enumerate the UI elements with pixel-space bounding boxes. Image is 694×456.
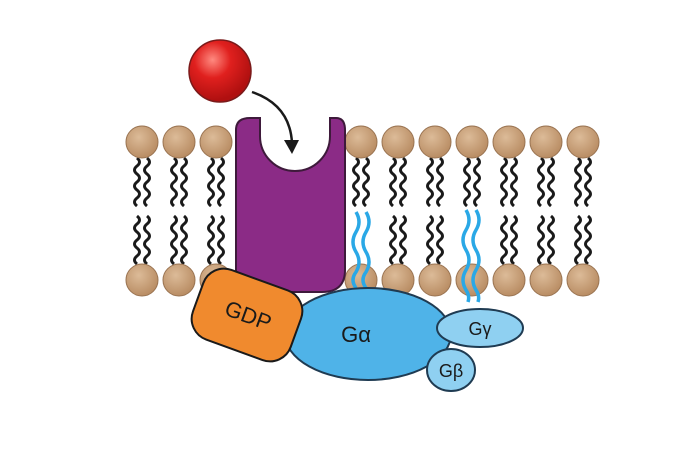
receptor-icon <box>235 117 346 293</box>
lipid-tail <box>170 156 178 208</box>
lipid-tail <box>426 214 434 266</box>
g-gamma-label: Gγ <box>468 319 491 339</box>
g-beta-subunit <box>426 348 476 392</box>
lipid-tail <box>362 156 370 208</box>
lipid-head-top <box>125 125 159 159</box>
g-beta-label: Gβ <box>439 361 463 381</box>
lipid-tail <box>500 214 508 266</box>
lipid-head-top <box>344 125 378 159</box>
lipid-head-top <box>492 125 526 159</box>
lipid-tail <box>389 156 397 208</box>
lipid-head-top <box>418 125 452 159</box>
lipid-head-bottom <box>418 263 452 297</box>
lipid-head-bottom <box>162 263 196 297</box>
lipid-head-bottom <box>566 263 600 297</box>
lipid-tail <box>399 156 407 208</box>
lipid-head-top <box>455 125 489 159</box>
lipid-tail <box>436 156 444 208</box>
lipid-tail <box>510 214 518 266</box>
lipid-tail <box>170 214 178 266</box>
lipid-tail <box>584 156 592 208</box>
lipid-tail <box>574 214 582 266</box>
lipid-tail <box>510 156 518 208</box>
lipid-tail <box>537 156 545 208</box>
lipid-head-top <box>566 125 600 159</box>
lipid-tail <box>537 214 545 266</box>
lipid-tail <box>399 214 407 266</box>
lipid-tail <box>143 156 151 208</box>
lipid-tail <box>426 156 434 208</box>
lipid-tail <box>574 156 582 208</box>
lipid-tail <box>500 156 508 208</box>
lipid-tail <box>217 214 225 266</box>
lipid-head-bottom <box>529 263 563 297</box>
lipid-tail <box>547 156 555 208</box>
lipid-tail <box>143 214 151 266</box>
lipid-tail <box>180 156 188 208</box>
lipid-head-top <box>529 125 563 159</box>
lipid-tail <box>436 214 444 266</box>
ligand-icon <box>188 39 252 103</box>
lipid-tail <box>180 214 188 266</box>
lipid-head-top <box>199 125 233 159</box>
lipid-anchor-galpha <box>351 211 371 290</box>
lipid-tail <box>217 156 225 208</box>
g-alpha-label: Gα <box>341 322 371 347</box>
lipid-tail <box>207 156 215 208</box>
lipid-tail <box>547 214 555 266</box>
arrow-icon <box>251 90 299 154</box>
lipid-tail <box>473 156 481 208</box>
lipid-tail <box>352 156 360 208</box>
lipid-tail <box>207 214 215 266</box>
lipid-tail <box>463 156 471 208</box>
lipid-anchor-ggamma <box>461 209 481 303</box>
lipid-tail <box>389 214 397 266</box>
g-gamma-subunit <box>436 308 524 348</box>
lipid-head-bottom <box>492 263 526 297</box>
gdp-molecule <box>190 267 304 363</box>
lipid-head-top <box>162 125 196 159</box>
lipid-bilayer-icon <box>125 125 600 297</box>
lipid-head-top <box>381 125 415 159</box>
lipid-tail <box>133 156 141 208</box>
lipid-head-bottom <box>125 263 159 297</box>
lipid-tail <box>133 214 141 266</box>
lipid-tail <box>584 214 592 266</box>
